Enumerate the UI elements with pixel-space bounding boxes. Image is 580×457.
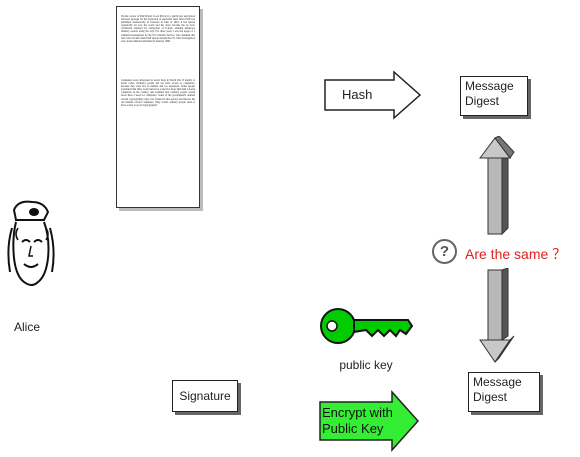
alice-label: Alice [14, 320, 41, 334]
document-page: I'm the creator of PGP (Pretty Good Priv… [116, 6, 200, 208]
hash-arrow: Hash [322, 70, 422, 120]
message-digest-bottom: Message Digest [468, 372, 540, 412]
document-paragraph-1: I'm the creator of PGP (Pretty Good Priv… [121, 15, 195, 43]
hash-arrow-shape [324, 70, 422, 120]
public-key-label: public key [339, 358, 393, 372]
message-digest-top-line2: Digest [465, 94, 500, 108]
down-arrow [479, 268, 515, 363]
document-paragraph-2: Computers were developed in secret back … [121, 79, 195, 107]
signature-box: Signature [172, 380, 238, 412]
hash-label: Hash [342, 87, 373, 102]
encrypt-label: Encrypt with Public Key [322, 405, 393, 437]
comparison-text: Are the same ？ [465, 246, 567, 262]
encrypt-label-line1: Encrypt with [322, 405, 393, 420]
encrypt-arrow-shape [319, 390, 420, 452]
question-circle-icon: ? [432, 239, 457, 264]
encrypt-arrow: Encrypt with Public Key [318, 390, 420, 452]
message-digest-bottom-line1: Message [473, 375, 522, 389]
alice-figure-icon [7, 200, 55, 286]
message-digest-top: Message Digest [460, 76, 528, 116]
up-arrow [479, 136, 515, 236]
encrypt-label-line2: Public Key [322, 421, 384, 436]
key-icon [320, 308, 414, 344]
message-digest-bottom-line2: Digest [473, 390, 508, 404]
message-digest-top-line1: Message [465, 79, 514, 93]
